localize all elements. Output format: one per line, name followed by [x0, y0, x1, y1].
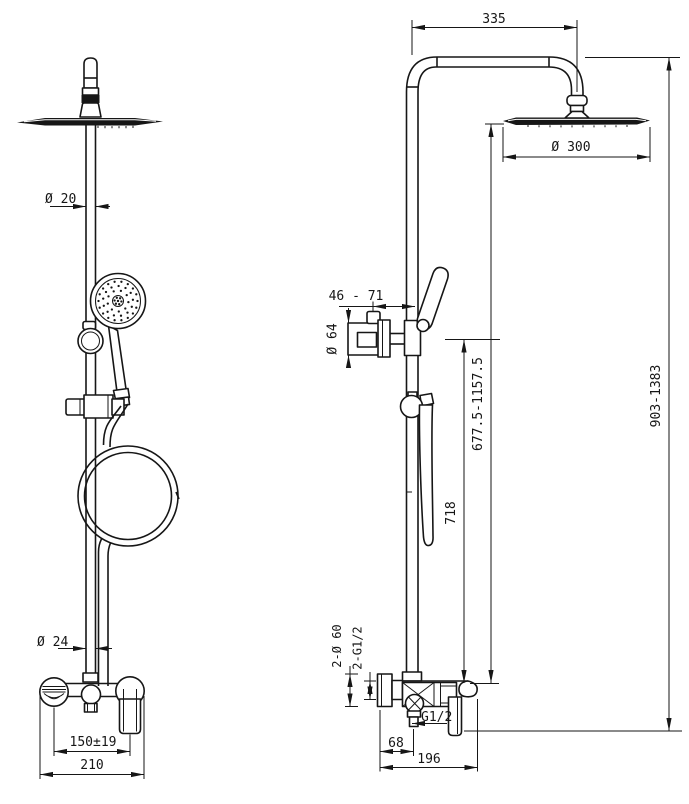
dim-outlet-offset: 68 [379, 710, 414, 772]
side-mixer [376, 671, 478, 737]
dim-holder-to-outlet-label: 718 [444, 501, 459, 524]
dim-arm-length-label: 335 [482, 12, 505, 27]
dim-inlet-flanges: 2-Ø 60 [330, 624, 358, 707]
dim-inlet-flanges-label: 2-Ø 60 [330, 624, 344, 667]
dim-inlet-threads-label: 2-G1/2 [351, 626, 365, 669]
dim-bracket-flange-label: Ø 64 [326, 323, 341, 354]
dim-head-to-outlet-label: 677.5-1157.5 [471, 357, 486, 451]
hose-loop-side [406, 404, 434, 547]
dim-overall-height-label: 903-1383 [649, 365, 664, 428]
dim-overall-width: 210 [39, 696, 145, 779]
dim-head-diameter: Ø 300 [502, 127, 651, 162]
mixer-left-inlet [38, 676, 69, 707]
mixer-pipe-collar [82, 672, 99, 683]
dim-outlet-thread: G1/2 [412, 710, 452, 727]
dim-inlet-spacing: 150±19 [53, 707, 131, 756]
mixer-inlet-nipple [391, 679, 404, 701]
dim-head-to-outlet: 677.5-1157.5 [470, 123, 504, 684]
hand-shower-face [89, 272, 147, 330]
mixer-outlet [80, 684, 102, 713]
dim-holder-to-outlet: 718 [444, 339, 500, 683]
dim-bracket-range: 46 - 71 [329, 289, 415, 312]
dim-arm-length: 335 [411, 12, 578, 92]
dim-outlet-offset-label: 68 [388, 736, 404, 751]
front-top-arm-end [79, 57, 102, 118]
dim-depth-label: 196 [417, 752, 440, 767]
slide-bar-slider [65, 394, 125, 419]
spray-nozzle-dots [97, 280, 139, 322]
soap-dish-hook [402, 680, 478, 698]
head-connector [564, 94, 590, 119]
shower-arm [405, 56, 584, 96]
mixer-handle-side [447, 696, 463, 737]
mixer-wall-flange [376, 673, 393, 708]
dim-depth: 196 [380, 699, 478, 772]
shower-holder [77, 320, 104, 355]
front-mixer [38, 672, 146, 735]
dim-head-diameter-label: Ø 300 [551, 140, 590, 155]
mixer-tee-collar [401, 671, 423, 682]
dim-pipe-upper-diameter: Ø 20 [45, 192, 110, 210]
side-riser-pipe [405, 92, 419, 672]
dim-inlet-spacing-label: 150±19 [70, 735, 117, 750]
bracket-pipe-clamp [403, 319, 422, 357]
bracket-threaded-stud [356, 331, 378, 348]
front-view: Ø 20 [17, 57, 180, 779]
slider-knob-side [399, 391, 435, 419]
dim-pipe-lower-diameter: Ø 24 [37, 635, 112, 652]
dim-pipe-upper-diameter-label: Ø 20 [45, 192, 76, 207]
dim-bracket-flange: Ø 64 [326, 308, 352, 368]
dim-pipe-lower-diameter-label: Ø 24 [37, 635, 68, 650]
dim-overall-width-label: 210 [80, 758, 103, 773]
side-view: 335 Ø 300 46 - 71 [326, 12, 682, 772]
dim-inlet-threads: 2-G1/2 [351, 626, 376, 700]
hose-loop [77, 403, 180, 686]
mixer-handle [118, 689, 142, 735]
dim-outlet-thread-label: G1/2 [421, 710, 452, 725]
shower-head-disc [503, 117, 650, 128]
dim-bracket-range-label: 46 - 71 [329, 289, 384, 304]
hand-shower-handle [107, 324, 131, 407]
front-shower-head-edge [17, 118, 163, 129]
hand-shower-side [416, 266, 449, 333]
dim-overall-height: 903-1383 [464, 57, 682, 732]
wall-bracket [347, 310, 422, 358]
